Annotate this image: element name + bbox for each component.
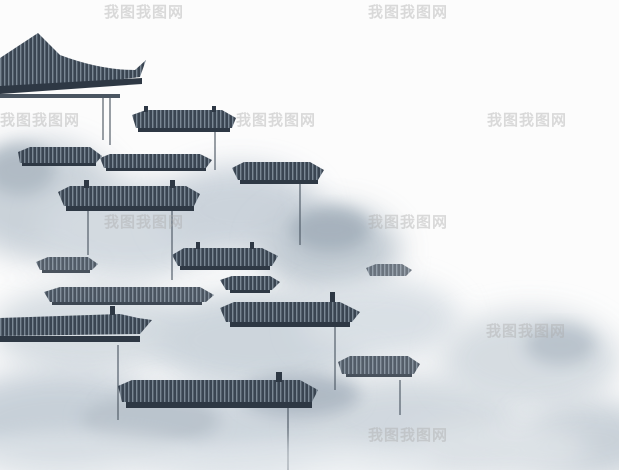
foreground-mist bbox=[0, 430, 440, 470]
roof-left-mid bbox=[58, 180, 200, 211]
watermark-text: 我图我图网 bbox=[368, 3, 449, 21]
watermark-text: 我图我图网 bbox=[368, 213, 449, 231]
roof-right-mid bbox=[220, 292, 360, 327]
watermark-text: 我图我图网 bbox=[104, 213, 185, 231]
roof-bottom bbox=[118, 372, 318, 408]
watermark-text: 我图我图网 bbox=[486, 322, 567, 340]
roof-right-row1 bbox=[232, 162, 324, 184]
roof-upper-mid bbox=[132, 106, 236, 132]
watermark-text: 我图我图网 bbox=[368, 426, 449, 444]
roof-small-center bbox=[220, 276, 280, 293]
watermark-text: 我图我图网 bbox=[487, 111, 568, 129]
watermark-text: 我图我图网 bbox=[104, 3, 185, 21]
roof-center bbox=[172, 242, 278, 270]
roof-mid-row1 bbox=[100, 154, 212, 171]
roof-large-top bbox=[0, 33, 146, 98]
watermark-text: 我图我图网 bbox=[0, 111, 81, 129]
roof-right-lower bbox=[338, 356, 420, 377]
watermark-text: 我图我图网 bbox=[236, 111, 317, 129]
roof-left-lower bbox=[0, 306, 152, 342]
roof-far-right-small bbox=[366, 264, 412, 276]
roof-left-small-2 bbox=[36, 257, 98, 273]
roof-left-small bbox=[18, 147, 102, 166]
roof-long-mid bbox=[44, 287, 214, 305]
